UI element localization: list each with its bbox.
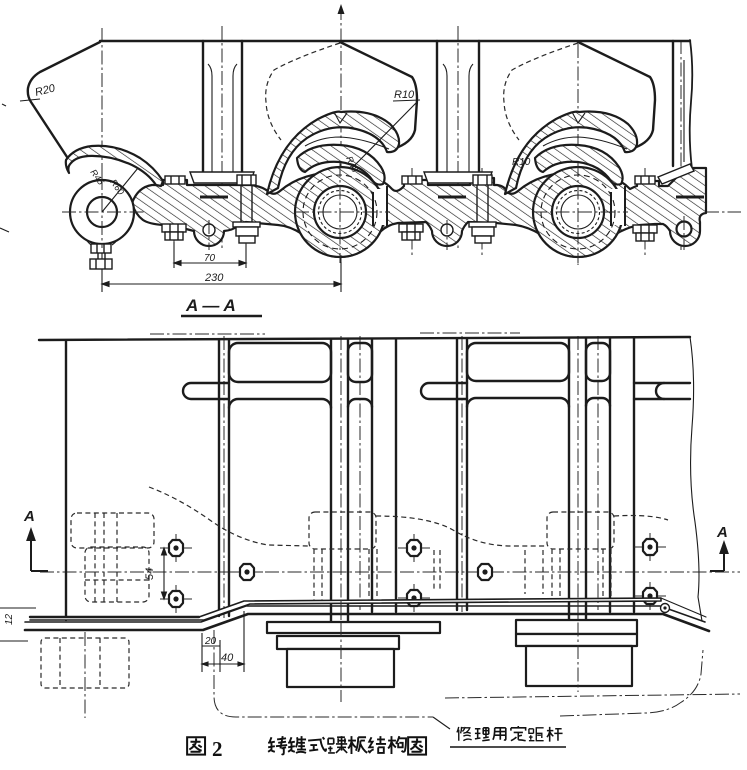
svg-text:2: 2 [212,737,223,761]
svg-text:20: 20 [204,636,217,647]
svg-text:R10: R10 [394,89,415,101]
svg-text:A — A: A — A [185,296,236,315]
svg-text:12: 12 [4,613,15,625]
svg-text:54: 54 [144,568,156,580]
svg-text:A: A [23,508,35,525]
svg-text:40: 40 [221,652,234,664]
svg-text:R10: R10 [512,157,531,168]
svg-text:R20: R20 [34,82,57,99]
svg-text:A: A [716,524,728,541]
svg-text:70: 70 [204,253,216,264]
svg-text:230: 230 [204,272,224,284]
